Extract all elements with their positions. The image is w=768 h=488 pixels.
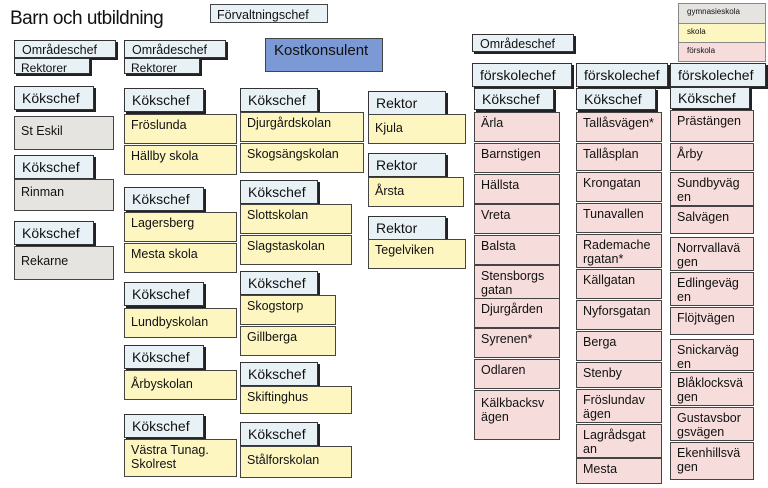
forskola-box: Snickarväg en — [670, 339, 754, 371]
forskola-box: Prästängen — [670, 110, 754, 142]
skola-box: Djurgårdskolan — [240, 112, 364, 142]
forskola-box: Gustavsbor gsvägen — [670, 407, 754, 441]
omradeschef-header-1: Områdeschef — [14, 40, 116, 58]
kokschef-header: Kökschef — [124, 187, 204, 211]
forskola-box: Stensborgs gatan — [474, 265, 560, 299]
forskola-box: Barnstigen — [474, 143, 560, 173]
forskola-box: Nyforsgatan — [576, 300, 662, 330]
skola-box: Kjula — [368, 114, 466, 144]
skola-box: Fröslunda — [124, 114, 237, 144]
forskola-box: Blåklocksvä gen — [670, 372, 754, 406]
forskola-box: Fröslundav ägen — [576, 389, 662, 423]
gymnasieskola-box: Rekarne — [14, 246, 114, 280]
forskola-box: Ekenhillsvä gen — [670, 442, 754, 480]
forskola-box: Salvägen — [670, 206, 754, 234]
forskolechef-header-1: förskolechef — [472, 63, 572, 87]
rektorer-header-1: Rektorer — [14, 58, 90, 74]
omradeschef-header-2: Områdeschef — [124, 40, 226, 58]
kokschef-header: Kökschef — [240, 271, 318, 295]
rektorer-header-2: Rektorer — [124, 58, 200, 74]
skola-box: Hällby skola — [124, 145, 237, 175]
forskola-box: Balsta — [474, 235, 560, 265]
forskola-box: Berga — [576, 331, 662, 361]
legend: gymnasieskola skola förskola — [678, 3, 766, 62]
kokschef-header: Kökschef — [14, 221, 94, 245]
kokschef-header: Kökschef — [124, 345, 204, 369]
kokschef-header: Kökschef — [240, 88, 318, 112]
forskola-box: Rademache rgatan* — [576, 234, 662, 268]
skola-box: Lagersberg — [124, 212, 237, 242]
rektor-header: Rektor — [368, 91, 446, 115]
forvaltningschef-box: Förvaltningschef — [210, 4, 328, 23]
kokschef-header: Kökschef — [240, 422, 318, 446]
forskola-box: Odlaren — [474, 359, 560, 389]
kokschef-header: Kökschef — [474, 88, 554, 110]
forskola-box: Stenby — [576, 362, 662, 388]
rektor-header: Rektor — [368, 216, 446, 240]
skola-box: Slagstaskolan — [240, 235, 352, 265]
kokschef-header: Kökschef — [240, 180, 318, 204]
legend-skola: skola — [678, 23, 766, 43]
forskola-box: Sundbyväg en — [670, 172, 754, 206]
kokschef-header: Kökschef — [124, 414, 204, 438]
forskola-box: Lagrådsgat an — [576, 424, 662, 458]
rektor-header: Rektor — [368, 153, 446, 177]
kostkonsulent-box: Kostkonsulent — [265, 38, 383, 72]
skola-box: Årbyskolan — [124, 370, 237, 400]
forskola-box: Ärla — [474, 112, 560, 142]
forskolechef-header-3: förskolechef — [670, 63, 766, 87]
kokschef-header: Kökschef — [576, 88, 656, 110]
omradeschef-header-3: Områdeschef — [472, 34, 574, 52]
forskola-box: Källgatan — [576, 269, 662, 299]
kokschef-header: Kökschef — [240, 362, 318, 386]
gymnasieskola-box: St Eskil — [14, 116, 114, 150]
kokschef-header: Kökschef — [14, 155, 94, 179]
kokschef-header: Kökschef — [124, 282, 204, 306]
legend-gymnasieskola: gymnasieskola — [678, 3, 766, 24]
forskola-box: Vreta — [474, 204, 560, 234]
forskola-box: Mesta — [576, 458, 662, 484]
skola-box: Skiftinghus — [240, 386, 352, 414]
skola-box: Stålforskolan — [240, 446, 352, 478]
skola-box: Skogstorp — [240, 295, 336, 325]
forskola-box: Djurgården — [474, 298, 560, 328]
skola-box: Gillberga — [240, 326, 336, 356]
forskola-box: Krongatan — [576, 172, 662, 202]
forskola-box: Kälkbacksv ägen — [474, 390, 560, 440]
forskola-box: Tallåsplan — [576, 143, 662, 171]
legend-forskola: förskola — [678, 42, 766, 62]
forskola-box: Tallåsvägen* — [576, 112, 662, 142]
skola-box: Årsta — [368, 177, 464, 207]
kokschef-header: Kökschef — [670, 87, 750, 109]
skola-box: Mesta skola — [124, 243, 237, 273]
skola-box: Slottskolan — [240, 204, 352, 234]
kokschef-header: Kökschef — [14, 86, 94, 110]
forskola-box: Tunavallen — [576, 203, 662, 233]
kokschef-header: Kökschef — [124, 88, 204, 112]
skola-box: Tegelviken — [368, 239, 466, 269]
forskola-box: Norrvallavä gen — [670, 237, 754, 271]
page-title: Barn och utbildning — [10, 8, 164, 29]
forskola-box: Hällsta — [474, 174, 560, 204]
forskolechef-header-2: förskolechef — [576, 63, 668, 87]
skola-box: Lundbyskolan — [124, 308, 237, 338]
forskola-box: Edlingeväg en — [670, 272, 754, 306]
forskola-box: Flöjtvägen — [670, 307, 754, 335]
forskola-box: Syrenen* — [474, 328, 560, 358]
skola-box: Skogsängskolan — [240, 143, 364, 173]
forskola-box: Årby — [670, 143, 754, 171]
skola-box: Västra Tunag. Skolrest — [124, 439, 237, 477]
gymnasieskola-box: Rinman — [14, 179, 114, 211]
